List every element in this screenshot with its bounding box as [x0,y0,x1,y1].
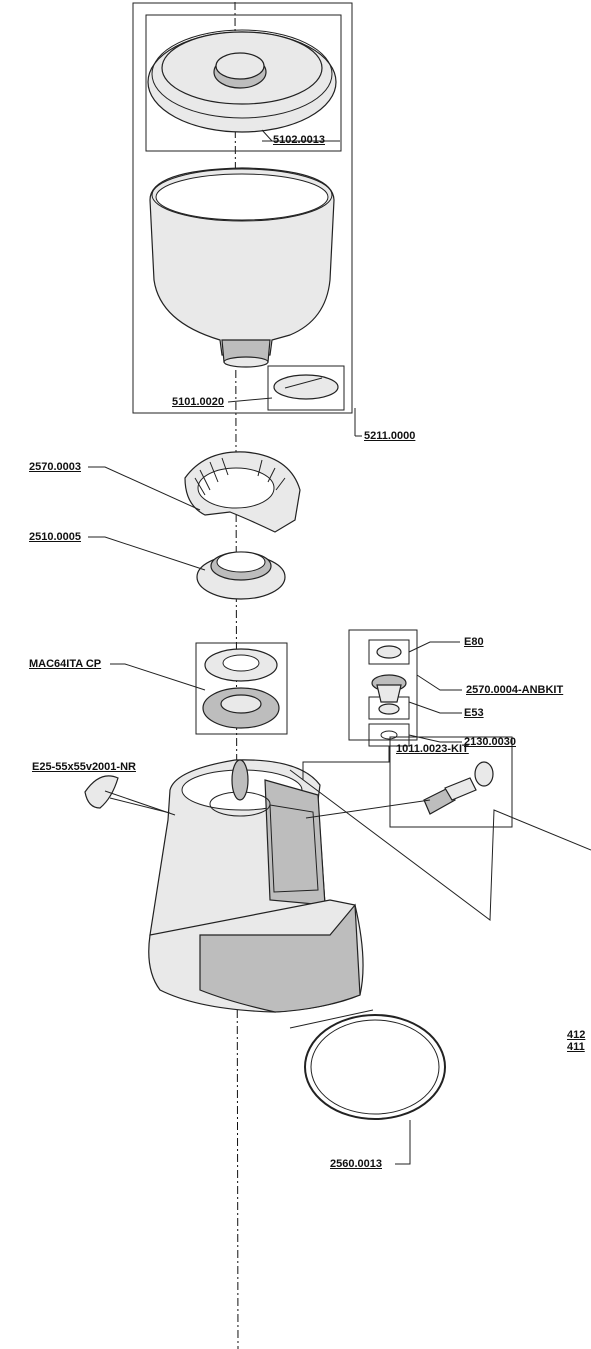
hopper-lid [147,29,337,133]
label-mac64ita: MAC64ITA CP [29,658,102,670]
label-5102: 5102.0013 [273,134,325,146]
adjust-knob [371,645,407,740]
label-411: 411 [567,1041,585,1053]
hopper-gate [273,374,339,400]
switch-kit [423,761,494,815]
label-2570-0003: 2570.0003 [29,461,81,473]
grinder-body [148,759,364,1013]
label-2130: 2130.0030 [464,736,516,748]
burr-set [202,648,280,729]
leader-lines [88,129,591,1165]
label-1011: 1011.0023-KIT [396,743,469,755]
gate-box [267,365,345,411]
lid-box [145,14,342,152]
label-5211: 5211.0000 [364,430,416,442]
hopper-group-box [132,2,353,414]
label-e53: E53 [464,707,484,719]
burr-carrier-ring [184,451,301,533]
label-2570-anbkit: 2570.0004-ANBKIT [466,684,564,696]
label-e25: E25-55x55v2001-NR [32,761,136,773]
label-5101: 5101.0020 [172,396,224,408]
label-2560: 2560.0013 [330,1158,382,1170]
base-ring [304,1014,446,1120]
burr-set-box [195,642,288,735]
label-412: 412 [567,1029,586,1041]
label-2510: 2510.0005 [29,531,81,543]
burr-flange [196,551,286,600]
label-rules [262,140,362,437]
adjust-kit-box [348,629,418,741]
label-e80: E80 [464,636,484,648]
switch-kit-box [389,736,513,828]
blanking-plug [84,775,119,809]
hopper-bowl [149,167,335,368]
